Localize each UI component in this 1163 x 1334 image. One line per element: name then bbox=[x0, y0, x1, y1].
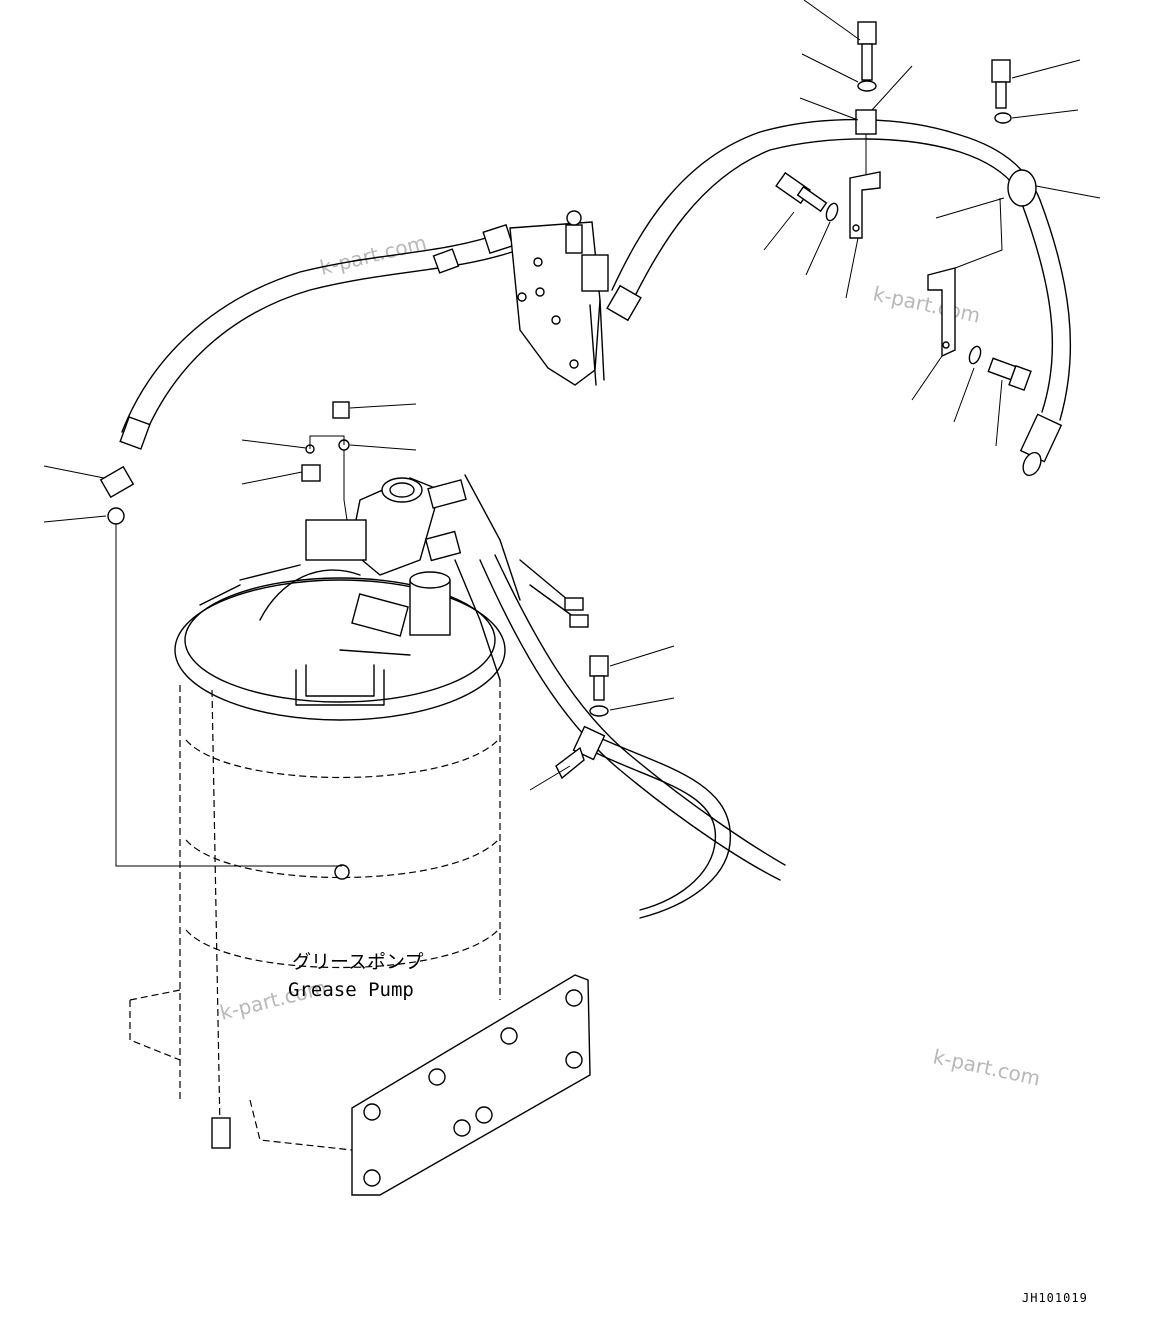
upper-hose-left bbox=[119, 223, 514, 450]
port-lead bbox=[115, 524, 342, 867]
pump-label-en: Grease Pump bbox=[288, 979, 414, 1001]
drawing-code: JH101019 bbox=[1022, 1291, 1088, 1305]
pump-label-jp: グリースポンプ bbox=[292, 951, 423, 973]
clamp-top-middle bbox=[775, 21, 881, 239]
leader-lines bbox=[43, 0, 1101, 791]
pump-head bbox=[199, 474, 589, 681]
watermark-top-right: k-part.com bbox=[871, 281, 983, 327]
clamp-right bbox=[927, 59, 1037, 392]
fitting-upper-left bbox=[99, 401, 351, 541]
manifold-block bbox=[509, 210, 609, 386]
watermark-bottom-right: k-part.com bbox=[931, 1044, 1043, 1090]
upper-hose-right bbox=[606, 118, 1072, 477]
grease-pump-tank: グリースポンプ Grease Pump bbox=[129, 577, 591, 1196]
lower-hose bbox=[479, 554, 786, 919]
